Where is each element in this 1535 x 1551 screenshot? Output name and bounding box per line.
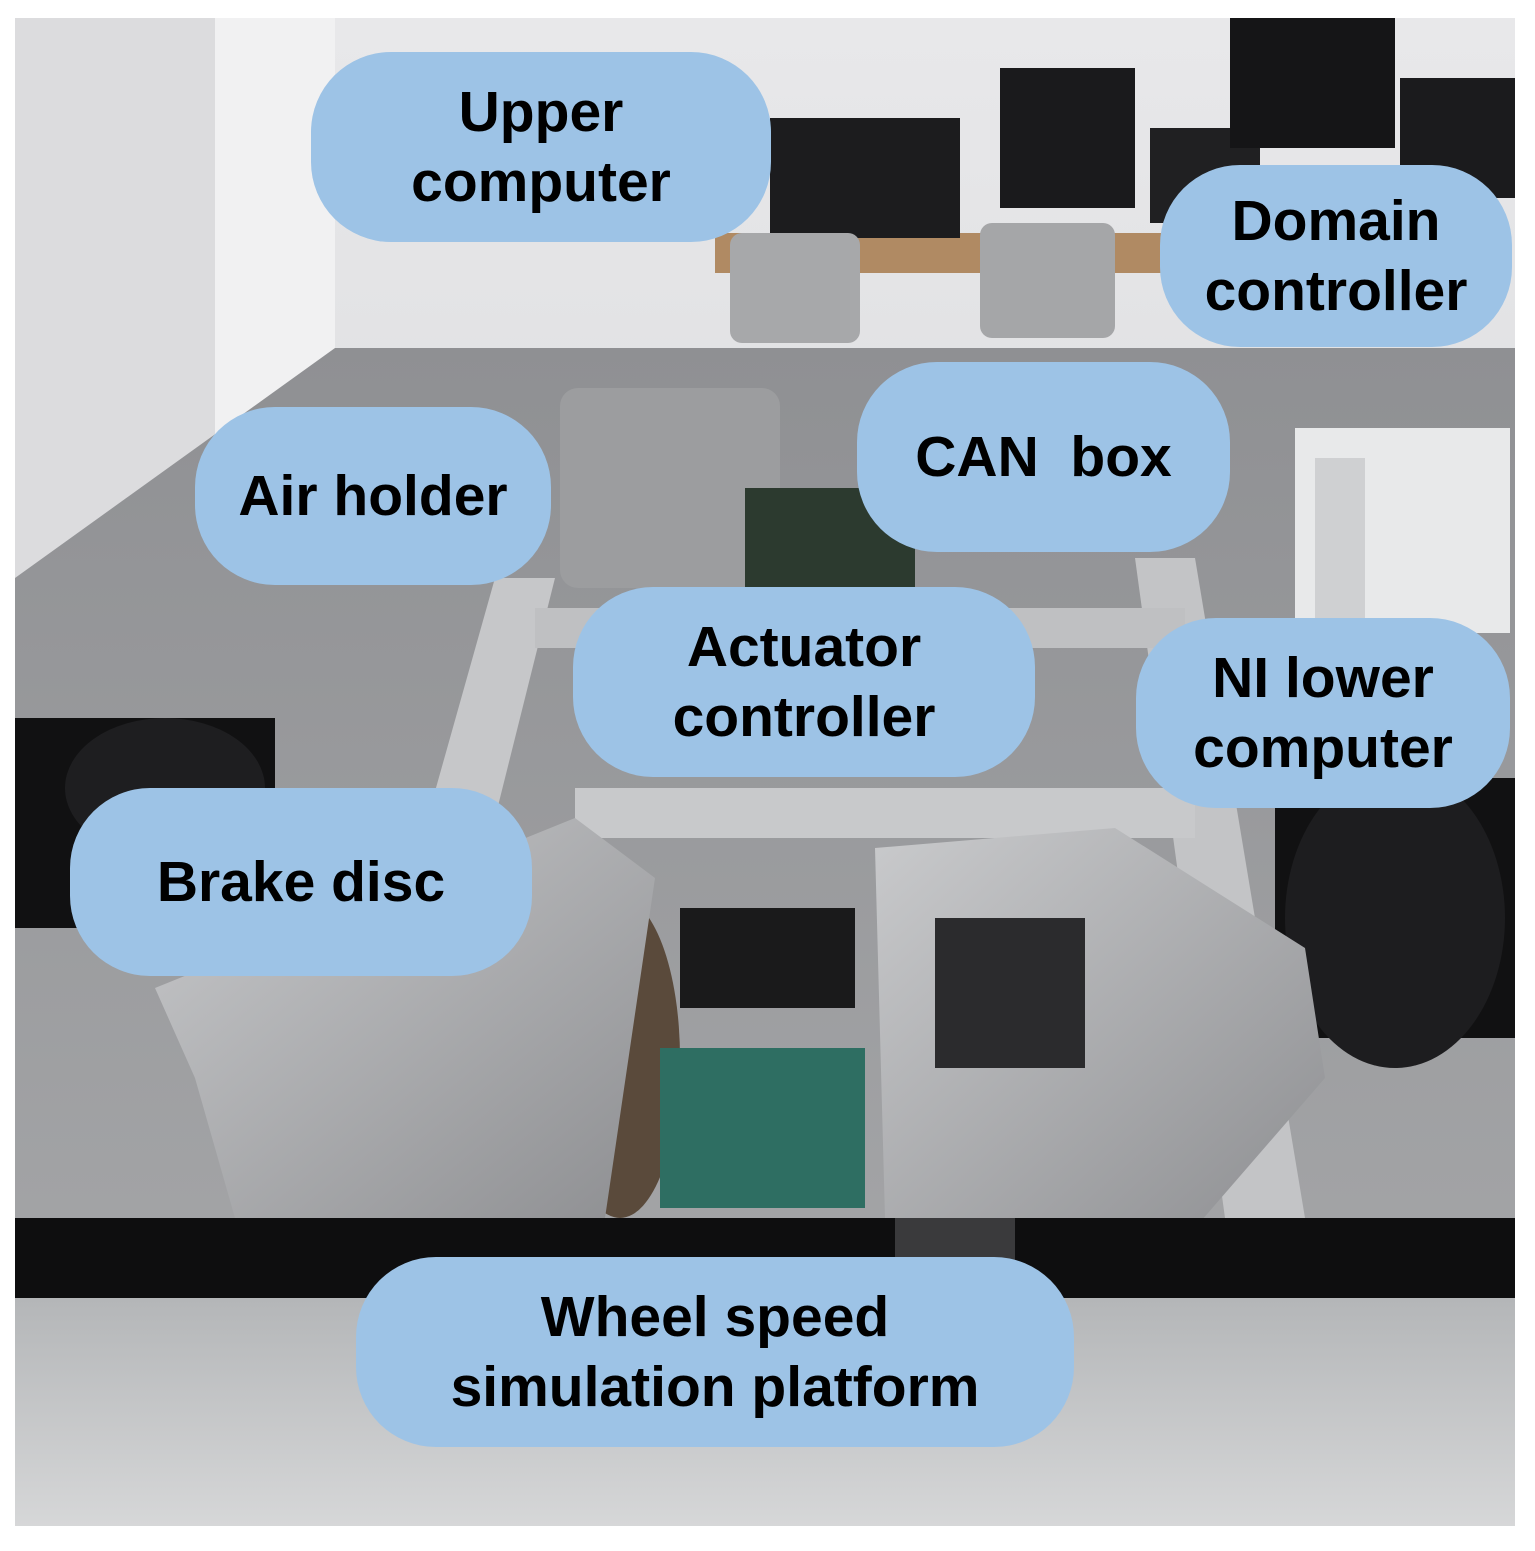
actuator-module [680, 908, 855, 1008]
label-domain-controller-line-1: Domain [1231, 189, 1441, 253]
label-upper-computer: Upper computer [311, 52, 771, 242]
label-upper-computer-line-2: computer [411, 150, 671, 214]
air-holder-assembly [560, 388, 780, 588]
green-motor [660, 1048, 865, 1208]
rear-caliper-left [730, 233, 860, 343]
label-can-box-line-1: CAN box [915, 425, 1172, 489]
label-actuator-controller: Actuator controller [573, 587, 1035, 777]
monitor-1 [770, 118, 960, 238]
label-can-box: CAN box [857, 362, 1230, 552]
label-upper-computer-line-1: Upper [458, 80, 624, 144]
label-ni-lower-computer-line-1: NI lower [1212, 646, 1434, 710]
label-brake-disc-line-1: Brake disc [156, 850, 446, 914]
front-caliper-left [155, 818, 655, 1218]
pc-tower-vent [1315, 458, 1365, 618]
label-wheel-speed-platform-line-2: simulation platform [450, 1355, 980, 1419]
caliper-window [935, 918, 1085, 1068]
label-air-holder: Air holder [195, 407, 551, 585]
label-domain-controller-line-2: controller [1204, 259, 1468, 323]
label-actuator-controller-line-2: controller [672, 685, 936, 749]
label-ni-lower-computer: NI lower computer [1136, 618, 1510, 808]
monitor-2 [1000, 68, 1135, 208]
label-actuator-controller-line-1: Actuator [686, 615, 922, 679]
rear-caliper-right [980, 223, 1115, 338]
frame-cross-rail-2 [575, 788, 1195, 838]
monitor-4 [1230, 18, 1395, 148]
label-wheel-speed-platform-line-1: Wheel speed [540, 1285, 890, 1349]
label-ni-lower-computer-line-2: computer [1193, 716, 1453, 780]
label-air-holder-line-1: Air holder [238, 464, 508, 528]
label-wheel-speed-platform: Wheel speed simulation platform [356, 1257, 1074, 1447]
label-brake-disc: Brake disc [70, 788, 532, 976]
brake-chamber-right [1285, 768, 1505, 1068]
label-domain-controller: Domain controller [1160, 165, 1512, 347]
